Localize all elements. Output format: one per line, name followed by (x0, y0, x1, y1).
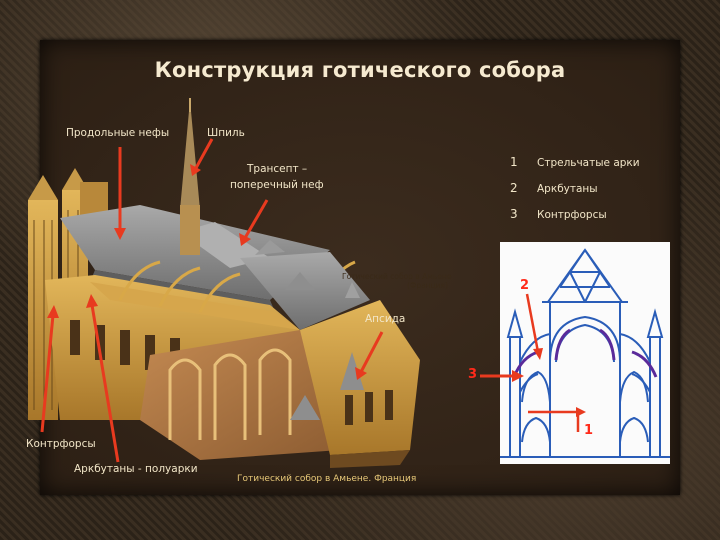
label-longitudinal-naves: Продольные нефы (66, 127, 169, 139)
marker-3: 3 (468, 367, 477, 382)
marker-2: 2 (520, 278, 529, 293)
arrow-transept (245, 200, 267, 238)
photo-caption-line-2: (Франция) (342, 281, 448, 290)
label-flying-buttresses: Аркбутаны - полуарки (74, 463, 198, 475)
label-apse: Апсида (365, 313, 405, 325)
caption-amiens: Готический собор в Амьене. Франция (237, 474, 416, 484)
legend-num-2: 2 (510, 181, 518, 195)
label-transept-1: Трансепт – (247, 163, 307, 175)
legend-num-3: 3 (510, 207, 518, 221)
legend-text-2: Аркбутаны (537, 183, 598, 195)
label-buttresses: Контрфорсы (26, 438, 96, 450)
legend-text-3: Контрфорсы (537, 209, 607, 221)
legend-text-1: Стрельчатые арки (537, 157, 640, 169)
label-spire: Шпиль (207, 127, 245, 139)
photo-caption-line-1: Готический собор в Амьене (342, 272, 448, 281)
arrow-spire (196, 139, 212, 168)
legend-num-1: 1 (510, 155, 518, 169)
label-transept-2: поперечный неф (230, 179, 324, 191)
marker-1: 1 (584, 423, 593, 438)
photo-caption: Готический собор в Амьене (Франция) (342, 272, 448, 290)
